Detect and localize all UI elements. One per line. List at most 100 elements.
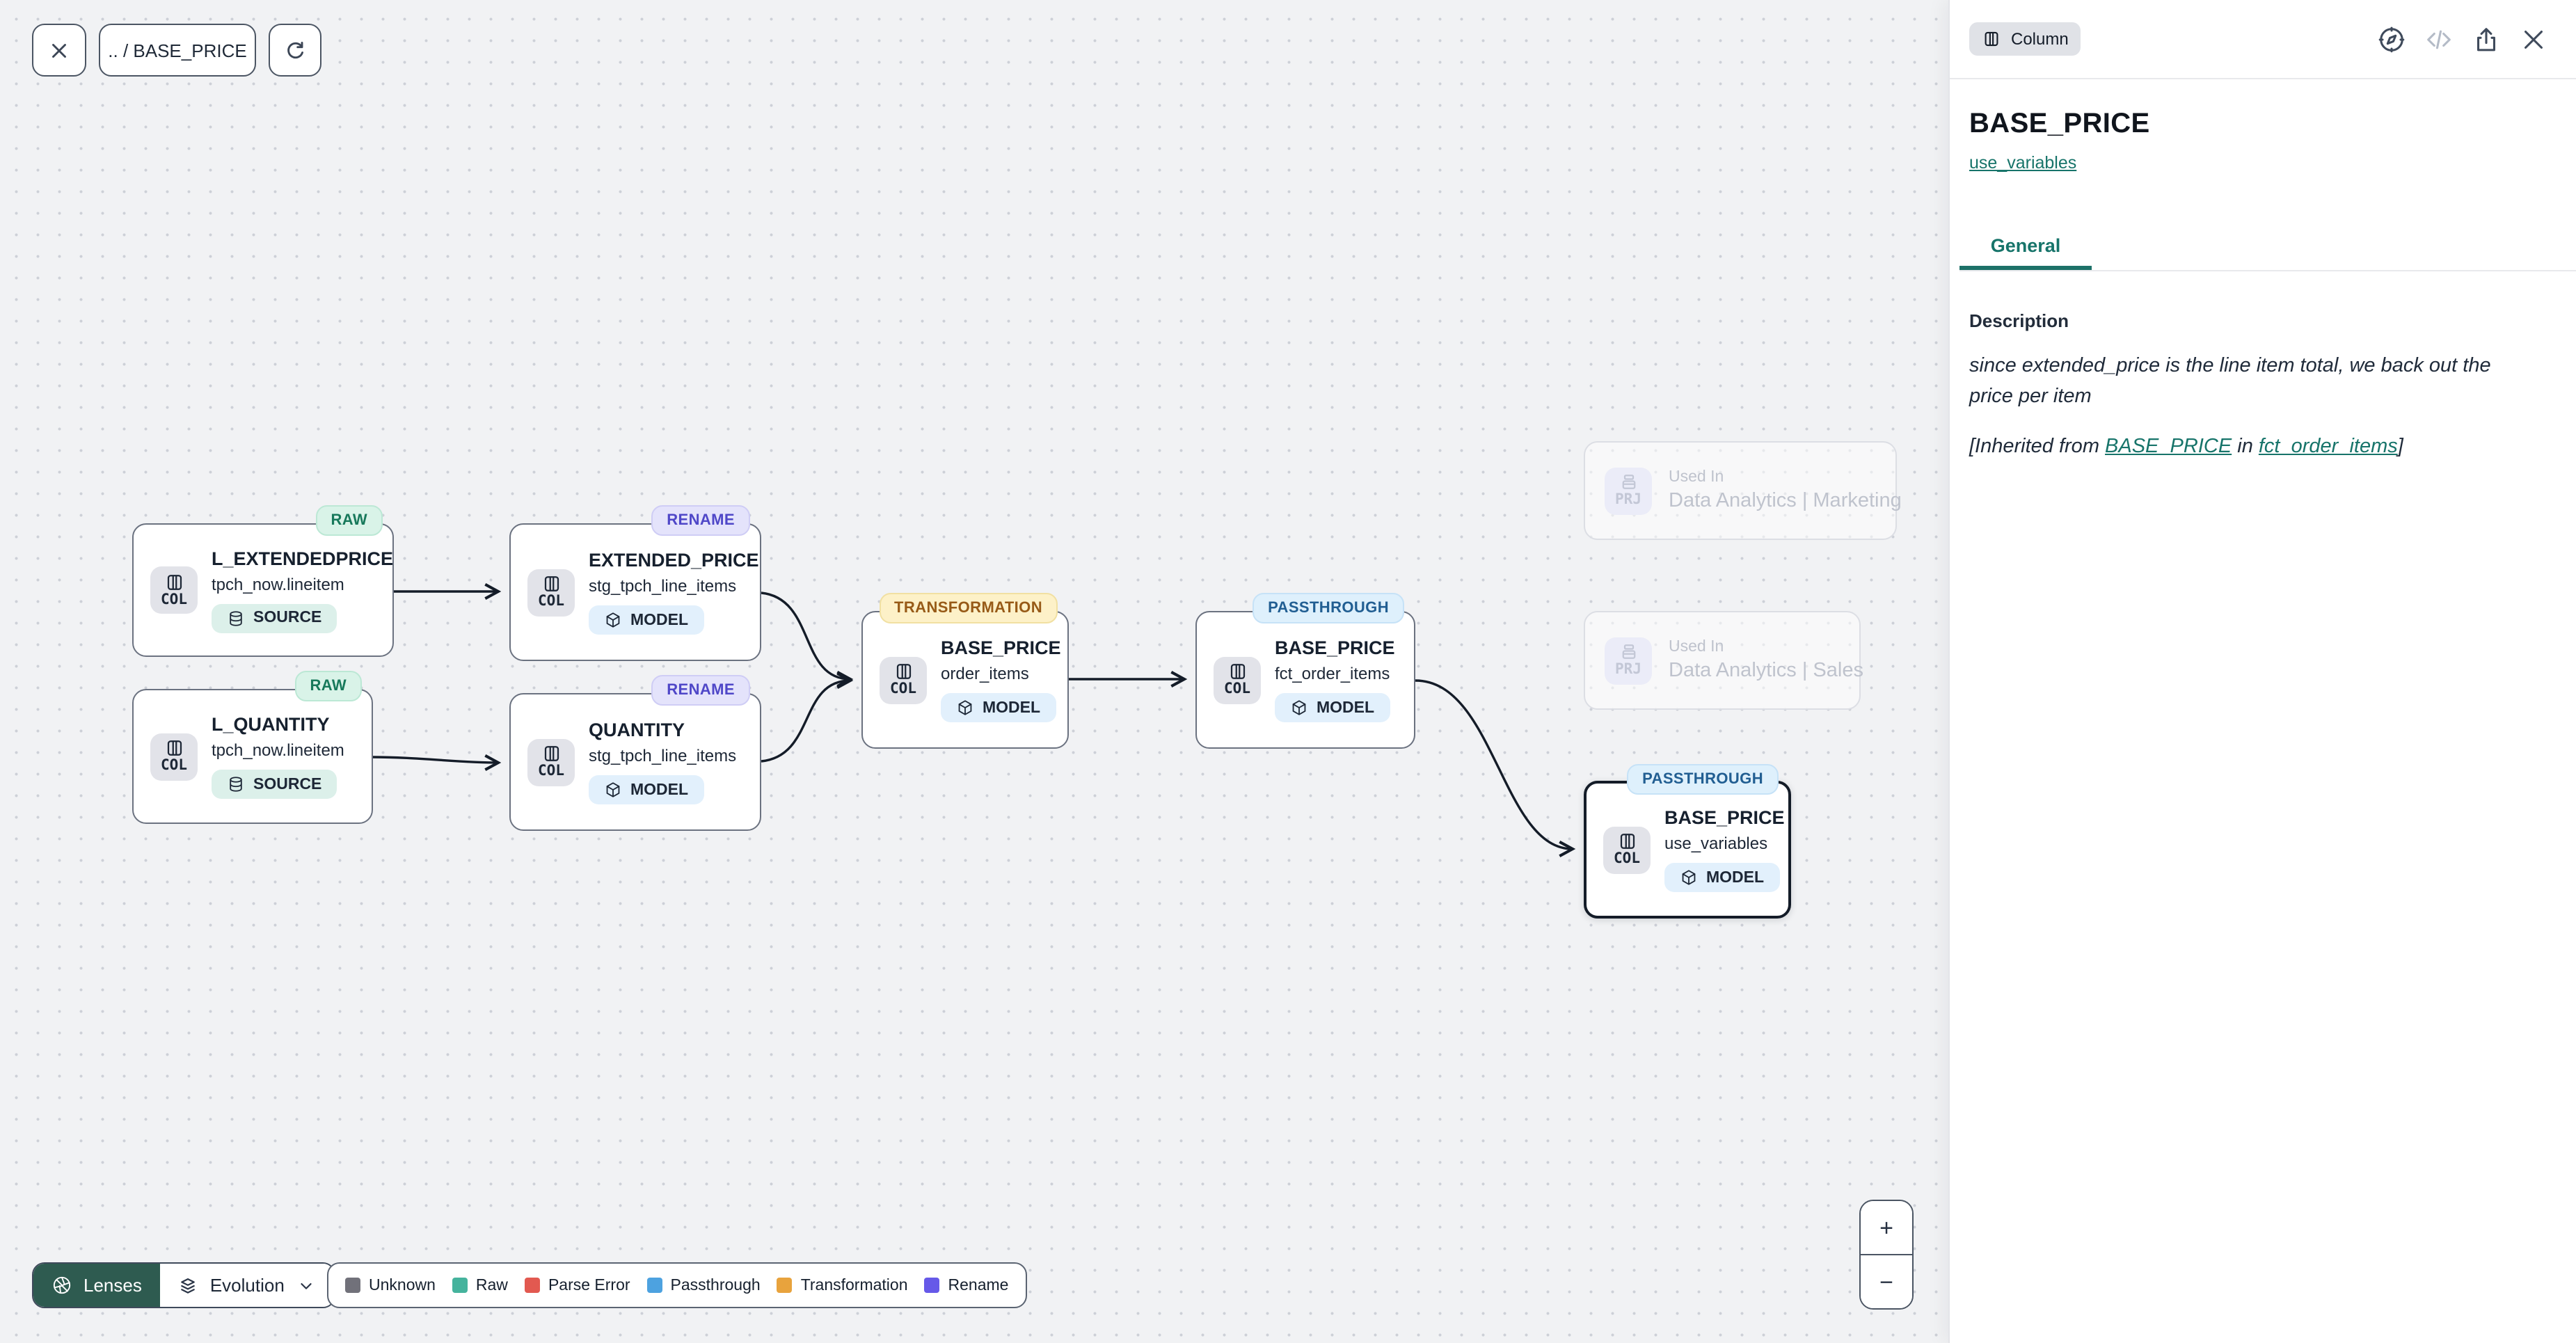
column-type-chip: COL (1603, 826, 1651, 873)
node-subtitle: order_items (941, 664, 1029, 683)
project-chip-label: PRJ (1615, 661, 1641, 678)
node-base-price-fct-order-items[interactable]: PASSTHROUGH COL BASE_PRICE fct_order_ite… (1195, 593, 1415, 749)
column-type-label: COL (538, 593, 564, 610)
model-chip-label: MODEL (1706, 869, 1765, 886)
legend-swatch (646, 1278, 662, 1293)
node-subtitle: tpch_now.lineitem (212, 574, 344, 594)
legend-swatch (924, 1278, 940, 1293)
lineage-canvas[interactable]: .. / BASE_PRICE RAW COL L_EXTENDEDPRICE … (0, 0, 1948, 1343)
column-type-label: COL (890, 681, 916, 698)
node-badge: PASSTHROUGH (1253, 593, 1404, 623)
cube-icon (606, 782, 620, 797)
model-chip-label: MODEL (630, 781, 689, 798)
ghost-node-used-in-sales: PRJ Used In Data Analytics | Sales (1584, 611, 1863, 710)
lens-selected-label: Evolution (209, 1275, 285, 1296)
legend-swatch (777, 1278, 793, 1293)
close-panel-icon[interactable] (2519, 24, 2548, 54)
cube-icon (606, 612, 620, 628)
node-subtitle: stg_tpch_line_items (589, 576, 737, 596)
entity-type-badge: Column (1969, 22, 2081, 56)
legend-swatch (452, 1278, 468, 1293)
node-badge: RENAME (651, 505, 750, 536)
used-in-label: Used In (1669, 639, 1724, 655)
tab-general[interactable]: General (1959, 225, 2092, 270)
node-badge: PASSTHROUGH (1627, 764, 1779, 795)
source-chip: SOURCE (212, 770, 337, 799)
node-extended-price[interactable]: RENAME COL EXTENDED_PRICE stg_tpch_line_… (509, 505, 761, 661)
breadcrumb[interactable]: .. / BASE_PRICE (99, 24, 256, 77)
column-type-chip: COL (1214, 656, 1261, 704)
cube-icon (1292, 700, 1306, 715)
node-base-price-use-variables[interactable]: PASSTHROUGH COL BASE_PRICE use_variables… (1584, 764, 1791, 919)
node-title: BASE_PRICE (1275, 637, 1395, 658)
lenses-button-label: Lenses (84, 1275, 142, 1296)
node-subtitle: use_variables (1664, 834, 1768, 853)
cube-icon (958, 700, 972, 715)
lenses-control: Lenses Evolution (32, 1262, 336, 1308)
aperture-icon (53, 1276, 71, 1294)
node-subtitle: stg_tpch_line_items (589, 746, 737, 765)
node-badge: RAW (294, 671, 362, 701)
model-chip: MODEL (1664, 863, 1780, 892)
inherited-model-link[interactable]: fct_order_items (2258, 435, 2398, 458)
project-chip: PRJ (1605, 467, 1652, 514)
code-icon[interactable] (2424, 24, 2454, 54)
columns-icon (1619, 834, 1635, 850)
used-in-label: Used In (1669, 469, 1724, 486)
lens-selector-dropdown[interactable]: Evolution (159, 1264, 335, 1307)
close-lineage-button[interactable] (32, 24, 86, 77)
chevron-down-icon (301, 1282, 312, 1289)
used-in-name: Data Analytics | Marketing (1669, 490, 1902, 512)
model-chip: MODEL (589, 605, 704, 635)
node-base-price-order-items[interactable]: TRANSFORMATION COL BASE_PRICE order_item… (861, 593, 1069, 749)
node-subtitle: tpch_now.lineitem (212, 740, 344, 760)
description-heading: Description (1969, 310, 2069, 331)
cube-icon (1682, 870, 1696, 885)
model-chip: MODEL (1275, 693, 1390, 722)
legend-item: Rename (924, 1277, 1008, 1294)
project-icon (1621, 644, 1635, 660)
database-icon (230, 777, 242, 792)
legend-item: Transformation (777, 1277, 908, 1294)
columns-icon (543, 746, 559, 762)
node-title: BASE_PRICE (1664, 807, 1785, 828)
model-link[interactable]: use_variables (1969, 153, 2077, 173)
breadcrumb-label: .. / BASE_PRICE (108, 40, 247, 61)
node-subtitle: fct_order_items (1275, 664, 1390, 683)
column-type-chip: COL (880, 656, 927, 704)
node-title: L_EXTENDEDPRICE (212, 548, 394, 569)
layers-icon (181, 1278, 195, 1293)
project-icon (1621, 475, 1635, 490)
column-type-label: COL (1614, 850, 1640, 868)
node-l-extendedprice[interactable]: RAW COL L_EXTENDEDPRICE tpch_now.lineite… (132, 505, 394, 657)
compass-icon[interactable] (2377, 24, 2406, 54)
legend-item: Passthrough (646, 1277, 761, 1294)
columns-icon (166, 574, 182, 590)
model-chip-label: MODEL (630, 612, 689, 628)
column-type-chip: COL (527, 569, 575, 616)
legend-item: Unknown (345, 1277, 436, 1294)
refresh-button[interactable] (269, 24, 321, 77)
node-l-quantity[interactable]: RAW COL L_QUANTITY tpch_now.lineitem SOU… (132, 671, 373, 824)
model-chip-label: MODEL (983, 699, 1041, 716)
column-type-label: COL (1224, 681, 1250, 698)
node-title: EXTENDED_PRICE (589, 550, 759, 571)
project-chip-label: PRJ (1615, 491, 1641, 509)
node-badge: TRANSFORMATION (879, 593, 1058, 623)
inherited-from-line: [Inherited from BASE_PRICE in fct_order_… (1969, 435, 2403, 458)
model-chip: MODEL (589, 775, 704, 804)
zoom-out-button[interactable]: − (1861, 1254, 1912, 1308)
source-chip-label: SOURCE (253, 610, 322, 626)
project-chip: PRJ (1605, 637, 1652, 684)
column-type-chip: COL (150, 733, 198, 780)
column-type-chip: COL (527, 738, 575, 786)
column-type-label: COL (538, 763, 564, 780)
canvas-zoom-control: + − (1859, 1200, 1914, 1310)
zoom-in-button[interactable]: + (1861, 1201, 1912, 1254)
inherited-column-link[interactable]: BASE_PRICE (2105, 435, 2232, 458)
node-quantity[interactable]: RENAME COL QUANTITY stg_tpch_line_items … (509, 675, 761, 831)
share-icon[interactable] (2472, 24, 2501, 54)
lenses-button[interactable]: Lenses (33, 1264, 160, 1307)
database-icon (230, 610, 242, 626)
